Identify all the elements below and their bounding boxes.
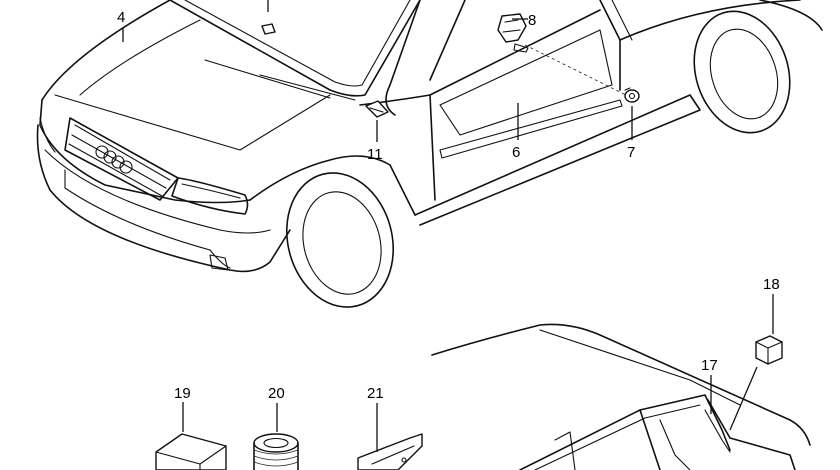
callout-11: 11 bbox=[367, 146, 383, 163]
callout-7: 7 bbox=[627, 144, 635, 161]
part-8-clip bbox=[497, 13, 529, 53]
callout-19: 19 bbox=[174, 385, 191, 402]
callout-20: 20 bbox=[268, 385, 285, 402]
part-20-tape-roll bbox=[253, 433, 299, 470]
callout-18: 18 bbox=[763, 276, 780, 293]
callout-8: 8 bbox=[528, 12, 536, 29]
car-rear-roof-view bbox=[431, 323, 811, 470]
callout-6: 6 bbox=[512, 144, 520, 161]
part-19-box bbox=[155, 433, 227, 470]
callout-17: 17 bbox=[701, 357, 718, 374]
car-front-view bbox=[36, 0, 823, 308]
part-21-strip bbox=[357, 433, 423, 470]
part-7-bolt bbox=[624, 87, 640, 103]
callout-4: 4 bbox=[117, 9, 125, 26]
part-11-mirror-cover bbox=[365, 100, 389, 118]
four-rings-logo-icon bbox=[95, 145, 133, 174]
part-18-block bbox=[755, 335, 783, 365]
callout-21: 21 bbox=[367, 385, 384, 402]
